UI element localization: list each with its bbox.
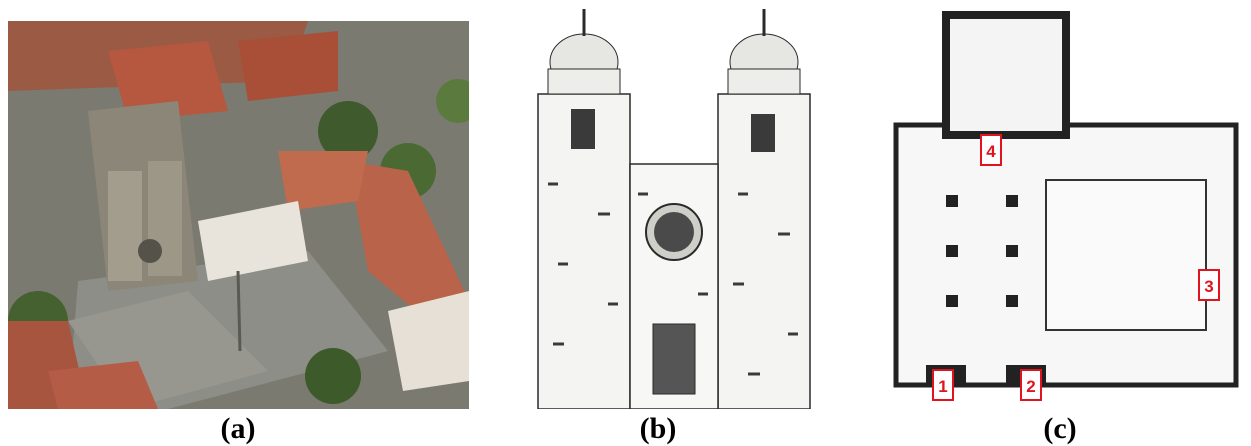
svg-text:1: 1 xyxy=(938,377,947,396)
plan-marker-2: 2 xyxy=(1020,369,1042,401)
plan-marker-4: 4 xyxy=(980,134,1002,166)
aerial-photo xyxy=(8,21,469,409)
plan-marker-3: 3 xyxy=(1198,269,1220,301)
caption-c: (c) xyxy=(1043,412,1077,445)
caption-b: (b) xyxy=(639,412,677,445)
svg-text:2: 2 xyxy=(1026,377,1035,396)
svg-text:3: 3 xyxy=(1204,277,1213,296)
svg-text:4: 4 xyxy=(986,142,996,161)
facade-drawing xyxy=(498,4,834,409)
floor-plan: 4 3 1 2 xyxy=(856,5,1243,410)
caption-a: (a) xyxy=(220,412,256,445)
plan-marker-1: 1 xyxy=(932,369,954,401)
